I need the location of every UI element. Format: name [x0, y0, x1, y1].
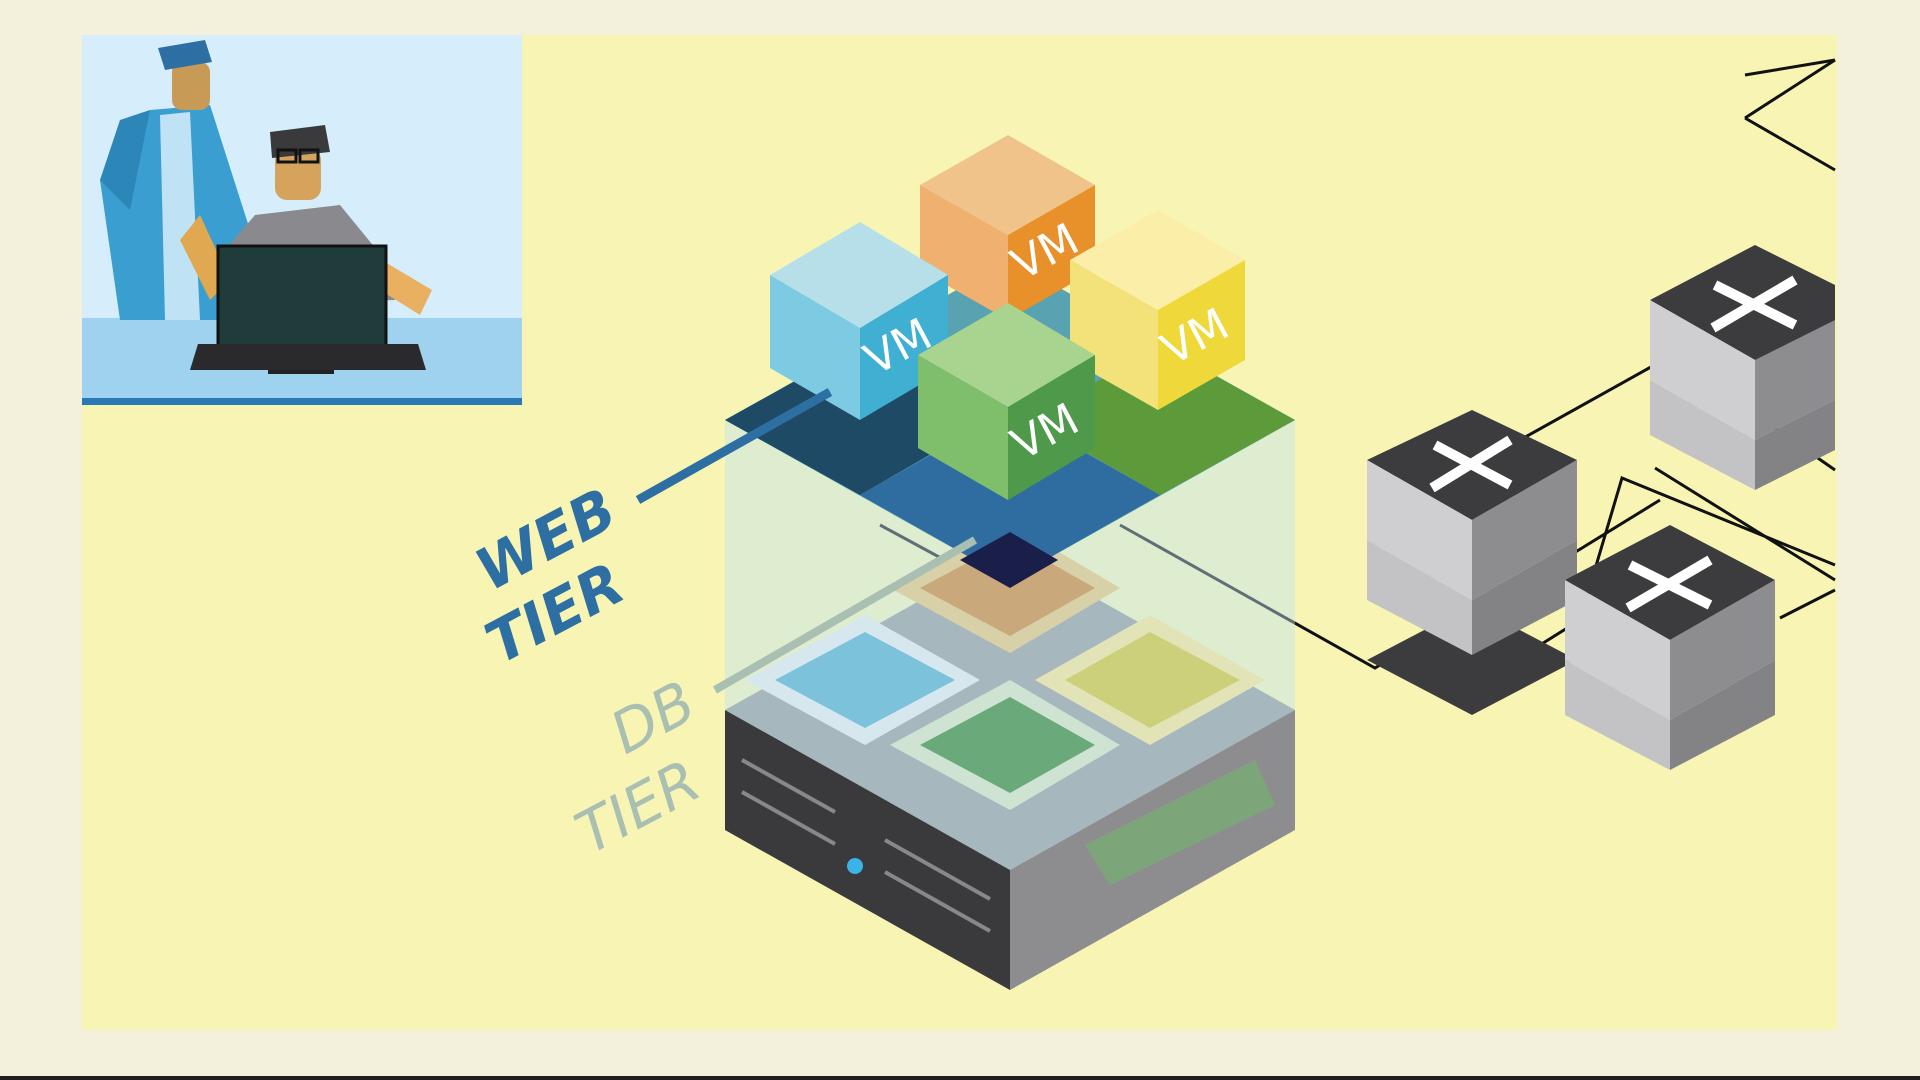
- bottom-border: [0, 1076, 1920, 1080]
- circuit-board-icon: [1085, 760, 1275, 885]
- vm-cube-icon: VM: [918, 303, 1095, 500]
- virtualization-stack: VM VM VM VM: [725, 135, 1295, 990]
- shield-wall-icon: [745, 523, 1265, 810]
- vm-cube-icon: VM: [920, 135, 1095, 320]
- people-at-computer-illustration: [82, 35, 522, 405]
- vm-cube-icon: VM: [1070, 210, 1245, 410]
- web-tier-label: WEB TIER: [465, 388, 833, 677]
- vm-cube-icon: VM: [770, 222, 948, 420]
- network-switch-icon: [1367, 410, 1577, 715]
- network-switch-icon: [1565, 525, 1775, 770]
- network-switch-icon: [1650, 245, 1835, 490]
